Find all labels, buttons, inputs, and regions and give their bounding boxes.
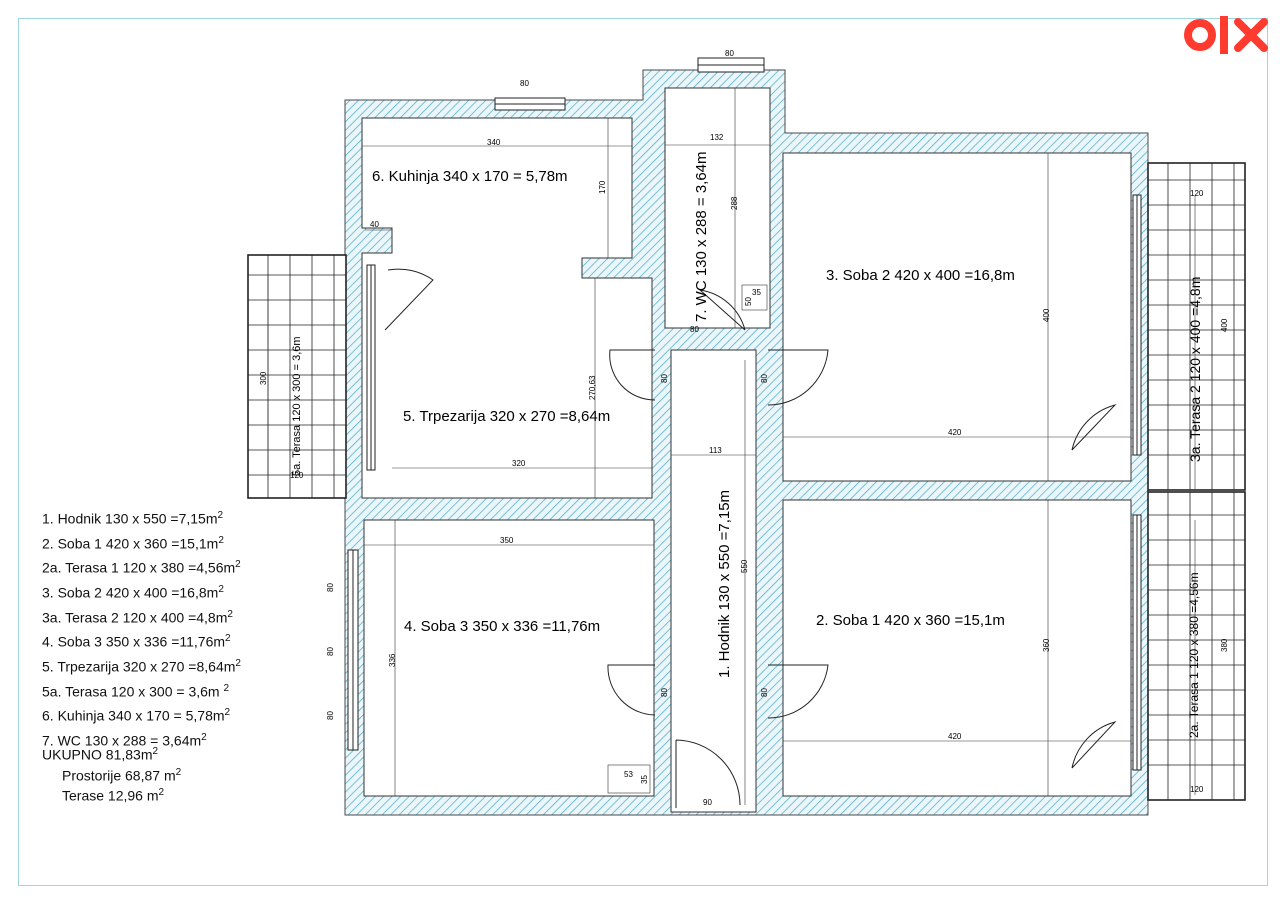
windows bbox=[347, 57, 1142, 771]
dim-label: 400 bbox=[1220, 318, 1229, 332]
dim-label: 300 bbox=[259, 371, 268, 385]
legend-item: 1. Hodnik 130 x 550 =7,15m2 bbox=[42, 510, 224, 527]
dim-label: 50 bbox=[744, 297, 753, 306]
dim-label: 120 bbox=[1190, 785, 1204, 794]
dim-label: 350 bbox=[500, 536, 514, 545]
dim-label: 80 bbox=[690, 325, 699, 334]
dim-label: 420 bbox=[948, 428, 962, 437]
dim-label: 80 bbox=[520, 79, 529, 88]
terrace-label-2a: 2a. Terasa 1 120 x 380 =4,56m bbox=[1187, 572, 1201, 738]
dim-label: 40 bbox=[370, 220, 379, 229]
doors bbox=[384, 268, 1117, 808]
room-label-trpezarija: 5. Trpezarija 320 x 270 =8,64m bbox=[403, 408, 611, 425]
legend-item: 3. Soba 2 420 x 400 =16,8m2 bbox=[42, 583, 224, 601]
dim-label: 120 bbox=[1190, 189, 1204, 198]
room-label-soba2: 3. Soba 2 420 x 400 =16,8m bbox=[826, 267, 1015, 284]
dim-label: 400 bbox=[1042, 308, 1051, 322]
room-label-kuhinja: 6. Kuhinja 340 x 170 = 5,78m bbox=[372, 168, 568, 185]
dim-label: 270,63 bbox=[588, 375, 597, 400]
dim-label: 360 bbox=[1042, 638, 1051, 652]
room-label-hodnik: 1. Hodnik 130 x 550 =7,15m bbox=[716, 489, 733, 678]
terrace-label-3a: 3a. Terasa 2 120 x 400 =4,8m bbox=[1187, 276, 1203, 462]
legend-item: 3a. Terasa 2 120 x 400 =4,8m2 bbox=[42, 608, 233, 626]
olx-logo bbox=[1184, 16, 1268, 54]
area-legend: 1. Hodnik 130 x 550 =7,15m2 2. Soba 1 42… bbox=[42, 505, 241, 752]
dim-label: 80 bbox=[660, 688, 669, 697]
rooms-area: Prostorije 68,87 m2 bbox=[62, 766, 182, 784]
dim-label: 340 bbox=[487, 138, 501, 147]
terrace-2a bbox=[1147, 491, 1246, 801]
dim-label: 53 bbox=[624, 770, 633, 779]
dim-label: 80 bbox=[326, 583, 335, 592]
dim-label: 336 bbox=[388, 653, 397, 667]
dim-label: 35 bbox=[752, 288, 761, 297]
dim-label: 550 bbox=[740, 559, 749, 573]
legend-item: 2. Soba 1 420 x 360 =15,1m2 bbox=[42, 534, 224, 552]
terrace-label-5a: 5a. Terasa 120 x 300 = 3,6m bbox=[291, 336, 303, 476]
legend-item: 7. WC 130 x 288 = 3,64m2 bbox=[42, 731, 207, 749]
area-totals: UKUPNO 81,83m2 Prostorije 68,87 m2 Teras… bbox=[42, 743, 181, 805]
drawing-frame bbox=[18, 18, 1268, 886]
dim-label: 90 bbox=[703, 798, 712, 807]
legend-item: 6. Kuhinja 340 x 170 = 5,78m2 bbox=[42, 707, 231, 724]
dim-label: 80 bbox=[326, 647, 335, 656]
legend-item: 4. Soba 3 350 x 336 =11,76m2 bbox=[42, 633, 231, 650]
dimension-lines bbox=[267, 88, 1196, 805]
legend-item: 5. Trpezarija 320 x 270 =8,64m2 bbox=[42, 657, 241, 675]
total-area: UKUPNO 81,83m2 bbox=[42, 746, 159, 763]
dim-label: 380 bbox=[1220, 638, 1229, 652]
terraces-area: Terase 12,96 m2 bbox=[62, 787, 165, 804]
room-label-soba3: 4. Soba 3 350 x 336 =11,76m bbox=[404, 618, 601, 635]
dim-label: 132 bbox=[710, 133, 724, 142]
legend-item: 5a. Terasa 120 x 300 = 3,6m 2 bbox=[42, 682, 230, 700]
dim-label: 80 bbox=[660, 374, 669, 383]
terrace-3a bbox=[1147, 162, 1246, 491]
room-label-soba1: 2. Soba 1 420 x 360 =15,1m bbox=[816, 612, 1005, 629]
room-interiors bbox=[361, 87, 1132, 813]
terrace-5a bbox=[247, 254, 347, 499]
dim-label: 35 bbox=[640, 775, 649, 784]
dim-label: 113 bbox=[709, 446, 722, 455]
dim-label: 420 bbox=[948, 732, 962, 741]
room-label-wc: 7. WC 130 x 288 = 3,64m bbox=[693, 151, 710, 322]
dim-label: 288 bbox=[730, 196, 739, 210]
dim-label: 80 bbox=[725, 49, 734, 58]
dim-label: 80 bbox=[326, 711, 335, 720]
dim-label: 80 bbox=[760, 688, 769, 697]
legend-item: 2a. Terasa 1 120 x 380 =4,56m2 bbox=[42, 559, 241, 576]
dim-label: 320 bbox=[512, 459, 526, 468]
dim-label: 170 bbox=[598, 180, 607, 194]
dim-label: 80 bbox=[760, 374, 769, 383]
dim-label: 120 bbox=[290, 471, 304, 480]
